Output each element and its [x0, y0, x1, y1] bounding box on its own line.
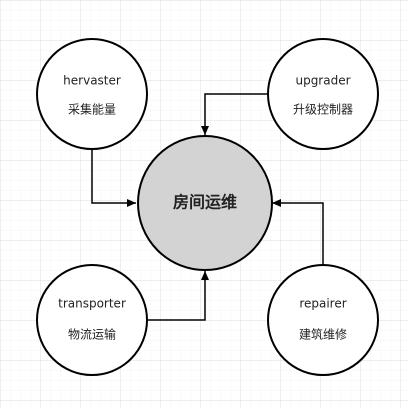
node-harvester-circle: [36, 38, 148, 150]
node-repairer-title: repairer: [299, 297, 346, 311]
node-repairer[interactable]: repairer 建筑维修: [267, 264, 379, 376]
node-harvester-subtitle: 采集能量: [68, 102, 116, 117]
center-node-circle: [137, 135, 273, 271]
node-transporter-title: transporter: [58, 297, 126, 311]
node-upgrader[interactable]: upgrader 升级控制器: [267, 38, 379, 150]
node-upgrader-circle: [267, 38, 379, 150]
node-transporter-circle: [36, 264, 148, 376]
node-transporter[interactable]: transporter 物流运输: [36, 264, 148, 376]
node-harvester-title: hervaster: [63, 74, 121, 88]
node-harvester[interactable]: hervaster 采集能量: [36, 38, 148, 150]
node-upgrader-title: upgrader: [295, 74, 350, 88]
connector-harvester-to-center: [91, 150, 136, 207]
node-upgrader-subtitle: 升级控制器: [293, 103, 353, 117]
connector-upgrader-to-center: [201, 93, 274, 135]
center-node-label: 房间运维: [173, 193, 237, 212]
node-transporter-subtitle: 物流运输: [68, 327, 116, 342]
center-node[interactable]: 房间运维: [137, 135, 273, 271]
node-repairer-subtitle: 建筑维修: [299, 327, 347, 342]
connector-repairer-to-center: [272, 199, 324, 264]
node-repairer-circle: [267, 264, 379, 376]
connector-transporter-to-center: [148, 271, 209, 321]
